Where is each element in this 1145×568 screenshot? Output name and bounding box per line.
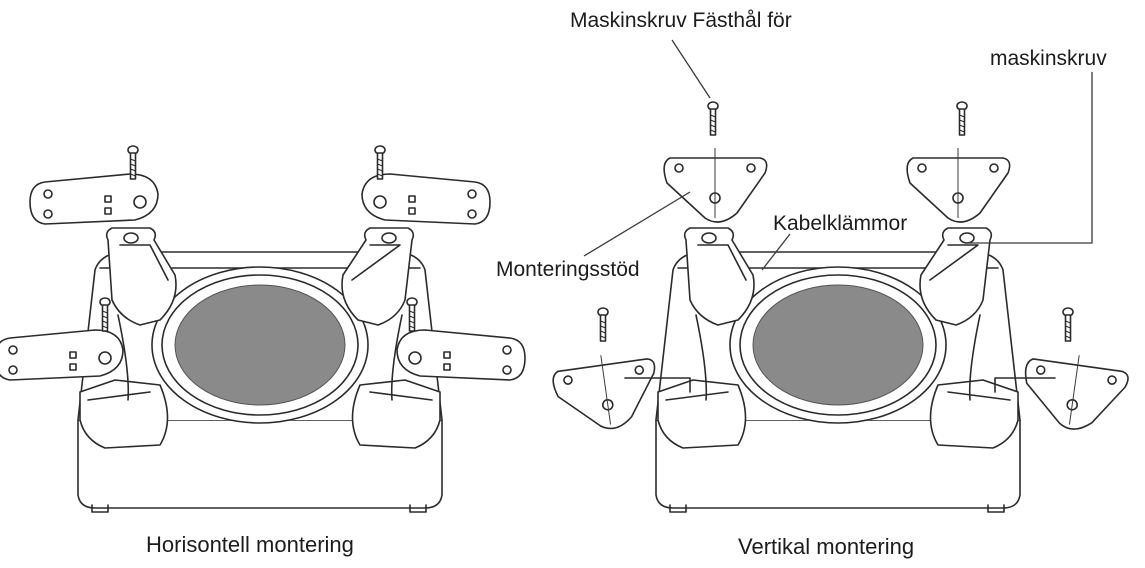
screw-vertical-bottom-right (1062, 307, 1074, 342)
screw-vertical-top-right (956, 101, 968, 136)
bracket-vertical-bottom-left (549, 347, 664, 437)
leader-cable-clamps (761, 233, 791, 271)
label-mounting-bracket: Monteringsstöd (496, 258, 640, 281)
bracket-vertical-bottom-right (1017, 347, 1132, 437)
label-machine-screw: maskinskruv (990, 47, 1107, 70)
screw-vertical-top-left (707, 101, 719, 136)
leader-machine-screw-hole (671, 39, 711, 99)
bracket-vertical-top-right (906, 147, 1011, 223)
bracket-top-right (361, 173, 491, 225)
label-machine-screw-hole: Maskinskruv Fästhål för (570, 9, 792, 32)
horizontal-mount-illustration (0, 145, 526, 513)
label-cable-clamps: Kabelklämmor (773, 212, 908, 235)
bracket-bottom-left (0, 329, 124, 381)
bracket-bottom-right (396, 329, 526, 381)
caption-vertical-mounting: Vertikal montering (738, 534, 915, 559)
leader-lines (583, 39, 1093, 271)
bracket-vertical-top-left (663, 147, 768, 223)
leader-machine-screw (968, 72, 1093, 244)
caption-horizontal-mounting: Horisontell montering (146, 532, 354, 557)
speaker-unit-left (77, 227, 443, 513)
screw-vertical-bottom-left (597, 307, 609, 342)
bracket-top-left (29, 173, 159, 225)
vertical-mount-illustration (549, 101, 1132, 513)
speaker-unit-right (655, 227, 1021, 513)
leader-mounting-bracket (583, 191, 691, 257)
